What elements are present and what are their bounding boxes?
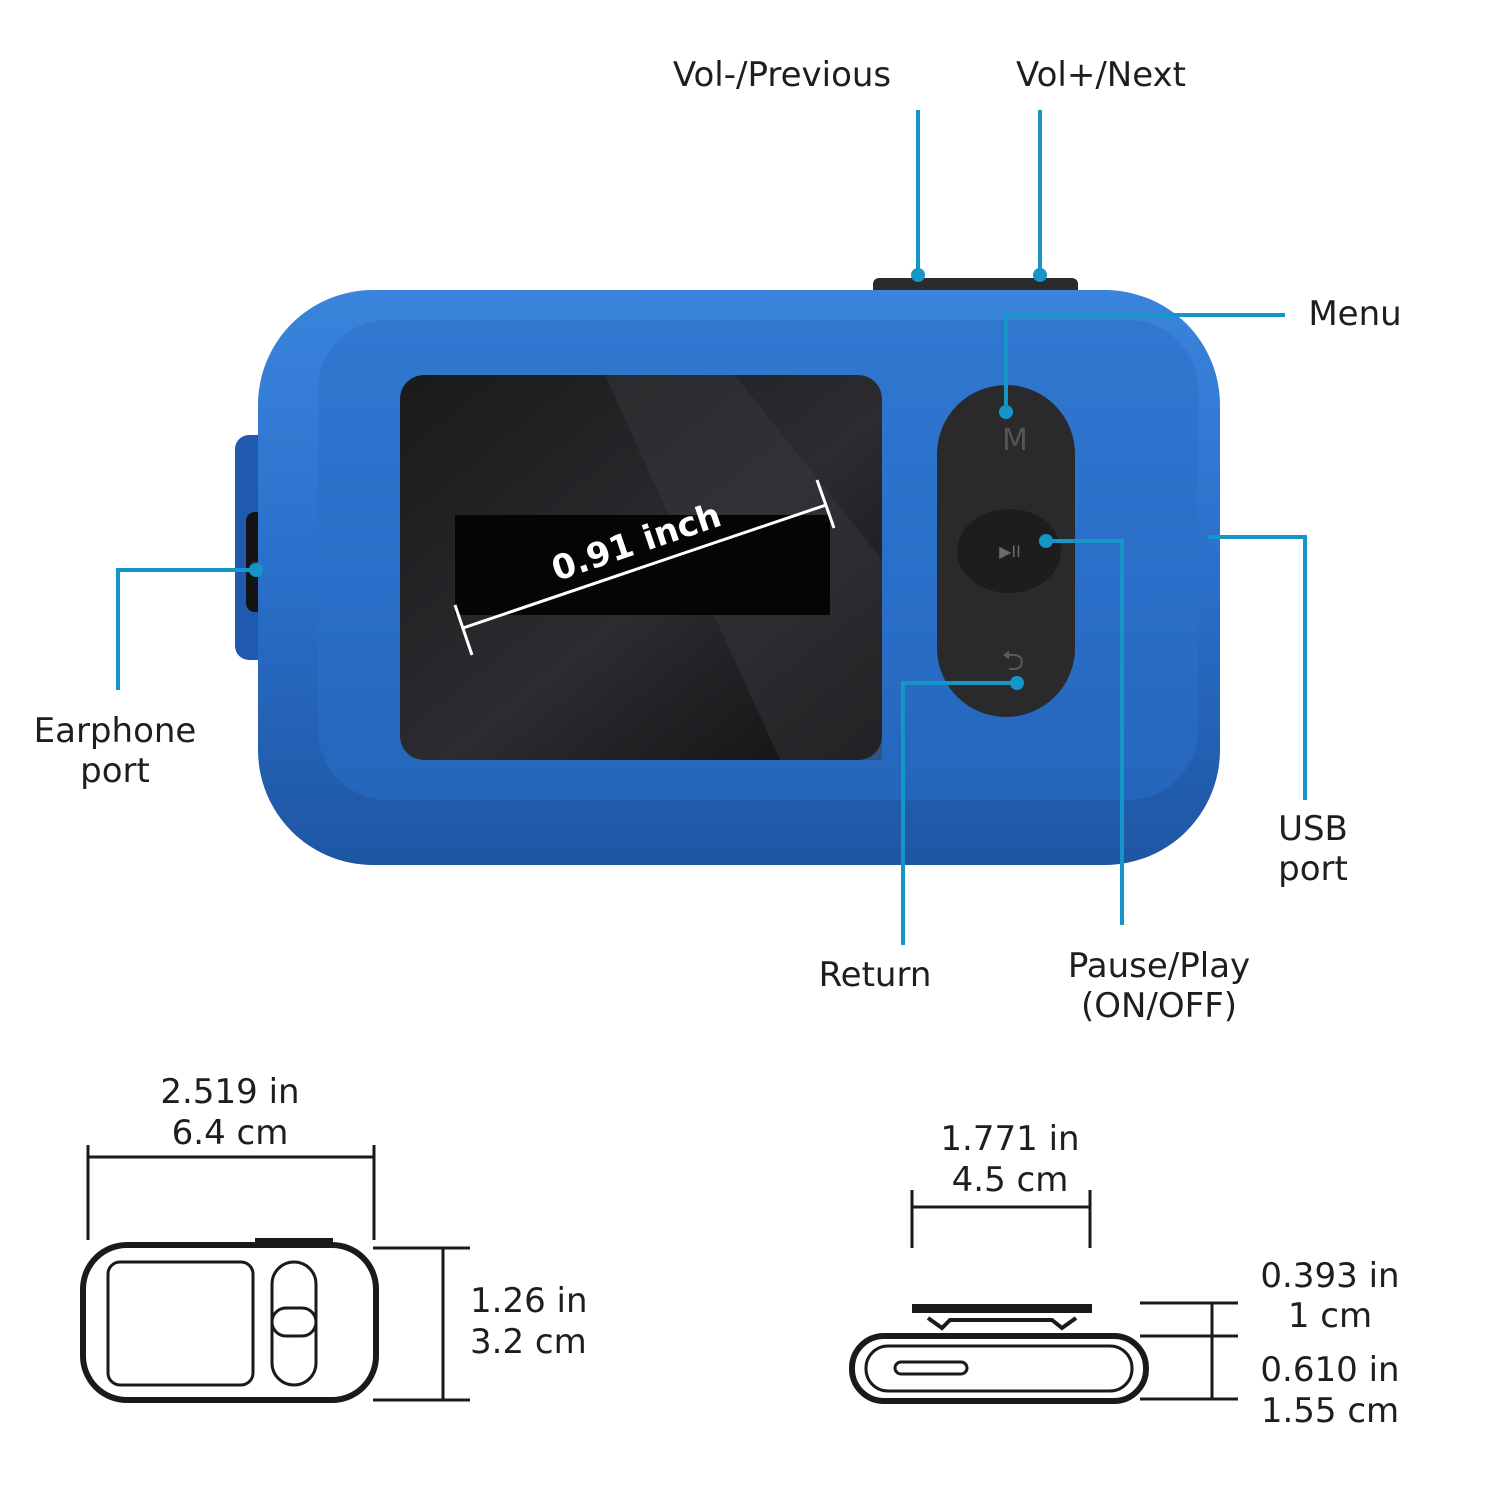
front-width-in: 2.519 in <box>160 1072 299 1112</box>
earphone-label-line1: Earphone <box>34 711 197 751</box>
pause-play-label-line2: (ON/OFF) <box>1081 986 1237 1026</box>
vol-next-label: Vol+/Next <box>1016 55 1186 95</box>
body-depth-in: 0.610 in <box>1260 1350 1399 1390</box>
side-usb-slot <box>893 1360 969 1376</box>
front-width-cm: 6.4 cm <box>172 1113 289 1153</box>
callout-usb: USB port <box>1208 535 1348 889</box>
play-pause-button[interactable] <box>957 509 1061 593</box>
front-outline-body <box>80 1242 379 1403</box>
callout-vol-next: Vol+/Next <box>1016 55 1186 282</box>
callout-earphone: Earphone port <box>34 563 263 791</box>
return-icon[interactable]: ⮌ <box>1002 644 1024 677</box>
menu-label: Menu <box>1308 294 1401 334</box>
menu-icon[interactable]: M <box>1002 423 1028 458</box>
side-outline-body <box>849 1333 1149 1404</box>
callout-vol-prev: Vol-/Previous <box>673 55 925 282</box>
display-active-area <box>455 515 830 615</box>
earphone-label-line2: port <box>80 751 150 791</box>
clip-depth-in: 0.393 in <box>1260 1256 1399 1296</box>
side-outline-inner <box>864 1344 1134 1393</box>
callout-pause-play: Pause/Play (ON/OFF) <box>1039 534 1250 1026</box>
callout-menu: Menu <box>999 294 1402 419</box>
play-pause-icon: ▶II <box>999 542 1021 561</box>
side-outline-drawing <box>849 1304 1149 1404</box>
depth-dimension <box>1140 1301 1238 1401</box>
callout-return: Return <box>819 676 1024 995</box>
front-outline-top-button <box>255 1238 333 1247</box>
clip-depth-cm: 1 cm <box>1288 1296 1372 1336</box>
clip-width-cm: 4.5 cm <box>952 1160 1069 1200</box>
clip-width-in: 1.771 in <box>940 1119 1079 1159</box>
clip-plate <box>912 1304 1092 1313</box>
usb-label-line1: USB <box>1278 809 1348 849</box>
clip-arm <box>926 1316 1078 1331</box>
clip-width-dimension <box>910 1190 1092 1248</box>
body-depth-cm: 1.55 cm <box>1261 1391 1399 1431</box>
usb-label-line2: port <box>1278 849 1348 889</box>
return-label: Return <box>819 955 932 995</box>
front-outline-screen <box>106 1260 255 1387</box>
vol-prev-label: Vol-/Previous <box>673 55 891 95</box>
front-outline-center-button <box>270 1306 318 1338</box>
front-height-cm: 3.2 cm <box>470 1322 587 1362</box>
mp3-player-device: 0.91 inch M ▶II ⮌ <box>235 278 1220 865</box>
front-width-dimension <box>86 1145 376 1240</box>
pause-play-label-line1: Pause/Play <box>1068 946 1250 986</box>
front-height-in: 1.26 in <box>470 1281 588 1321</box>
front-outline-drawing <box>80 1238 379 1403</box>
front-height-dimension <box>373 1246 470 1402</box>
